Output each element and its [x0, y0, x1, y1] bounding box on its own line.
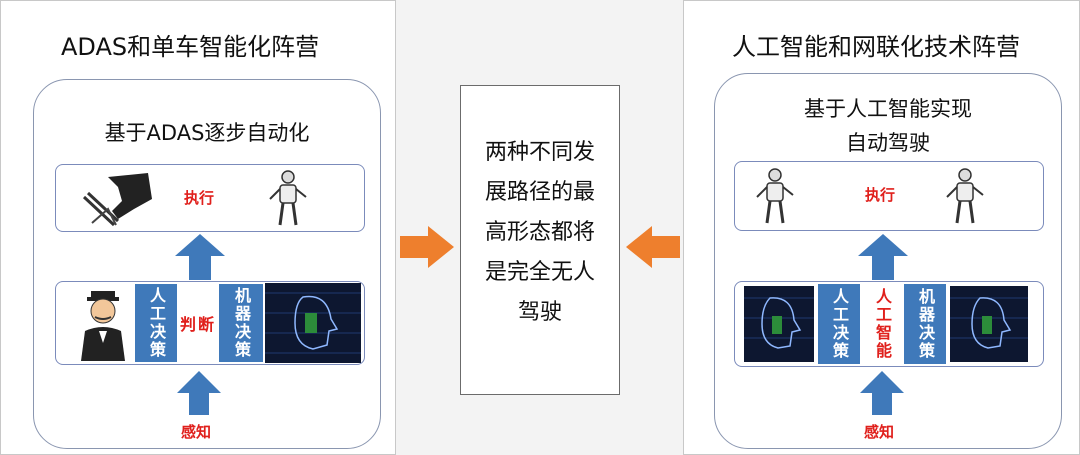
- right-sense-label: 感知: [864, 423, 895, 441]
- left-orange-arrow: [400, 226, 454, 268]
- robot-icon-left: [756, 168, 794, 224]
- left-sense-label: 感知: [181, 423, 212, 441]
- right-orange-arrow: [626, 226, 680, 268]
- right-inner-title-line-1: 基于人工智能实现: [804, 97, 972, 121]
- left-judge-label: 判断: [179, 315, 216, 334]
- right-human-decision: 人工决策: [818, 284, 860, 364]
- left-machine-decision: 机器决策: [219, 284, 263, 362]
- robot-icon: [269, 170, 307, 226]
- right-machine-decision: 机器决策: [904, 284, 946, 364]
- right-ai-label: 人工智能: [873, 288, 892, 360]
- right-up-arrow-top: [858, 234, 908, 280]
- left-panel: ADAS和单车智能化阵营 基于ADAS逐步自动化 执行 人工决策 判断 机器决策: [0, 0, 396, 455]
- center-line-2: 展路径的最: [484, 180, 595, 205]
- right-inner-title-line-2: 自动驾驶: [846, 131, 930, 155]
- left-execute-box: 执行: [55, 164, 365, 232]
- left-execute-label: 执行: [184, 189, 215, 207]
- left-inner-title: 基于ADAS逐步自动化: [104, 121, 310, 145]
- left-human-decision: 人工决策: [135, 284, 177, 362]
- right-panel: 人工智能和网联化技术阵营 基于人工智能实现 自动驾驶 执行 人工决策 人工智能 …: [683, 0, 1080, 455]
- left-panel-title: ADAS和单车智能化阵营: [61, 33, 320, 61]
- center-line-1: 两种不同发: [484, 140, 595, 165]
- center-line-4: 是完全无人: [484, 260, 595, 285]
- right-execute-box: 执行: [734, 161, 1044, 231]
- ai-head-icon: [265, 283, 361, 363]
- foot-pedal-icon: [82, 173, 152, 227]
- right-execute-label: 执行: [865, 186, 896, 204]
- center-summary-box: 两种不同发 展路径的最 高形态都将 是完全无人 驾驶: [460, 85, 620, 395]
- right-panel-title: 人工智能和网联化技术阵营: [732, 33, 1020, 61]
- right-up-arrow-bottom: [860, 371, 904, 415]
- center-line-3: 高形态都将: [484, 220, 595, 245]
- ai-head-icon-left: [744, 286, 814, 362]
- robot-icon-right: [946, 168, 984, 224]
- left-up-arrow-top: [175, 234, 225, 280]
- center-line-5: 驾驶: [517, 300, 562, 325]
- ai-head-icon-right: [950, 286, 1028, 362]
- chauffeur-icon: [81, 291, 125, 361]
- left-up-arrow-bottom: [177, 371, 221, 415]
